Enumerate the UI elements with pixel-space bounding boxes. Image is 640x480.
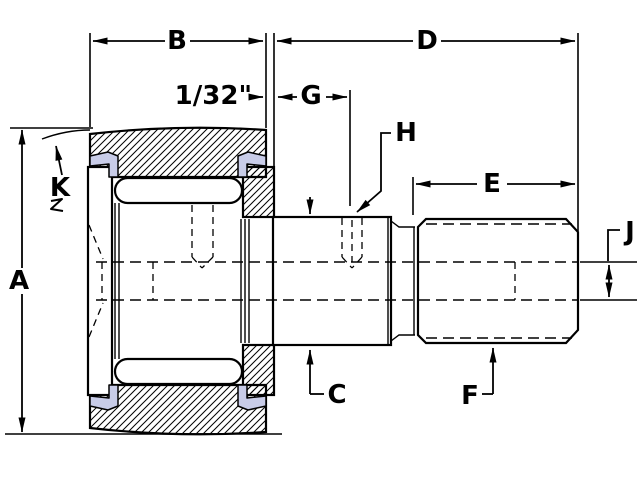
seal — [89, 384, 119, 411]
crown-radius-extension — [41, 129, 91, 140]
outer-ring-top-section — [88, 126, 268, 179]
dimension-j: J — [580, 217, 637, 301]
dim-label-b: B — [167, 26, 187, 56]
dimension-e: E — [412, 169, 576, 215]
cam-follower-part — [41, 126, 580, 436]
dimension-c: C — [306, 197, 347, 410]
stud-pilot — [271, 215, 393, 347]
seal — [89, 151, 119, 178]
dim-label-k: K — [50, 173, 71, 203]
dimension-d: D — [273, 26, 579, 231]
dimension-a: A — [5, 127, 282, 435]
dimension-offset-1-32: 1/32" — [175, 81, 264, 111]
dim-label-d: D — [416, 26, 438, 56]
dimension-f: F — [461, 347, 497, 411]
dim-label-c: C — [327, 380, 346, 410]
countersink-line — [88, 224, 104, 260]
threaded-stud — [416, 217, 580, 345]
dim-label-f: F — [461, 381, 479, 411]
pilot-lube-hole — [341, 218, 363, 269]
dimension-h: H — [356, 118, 417, 213]
needle-roller — [113, 176, 244, 205]
dimension-g: G — [277, 81, 351, 206]
dim-label-a: A — [9, 266, 29, 296]
dim-label-h: H — [395, 118, 417, 148]
stud-flange-bottom-section — [241, 343, 276, 397]
countersink-line — [88, 302, 104, 338]
dim-label-j: J — [623, 217, 635, 247]
radial-lube-hole — [191, 205, 214, 269]
end-plate — [86, 165, 114, 397]
needle-roller — [113, 357, 244, 386]
relief-groove — [390, 220, 415, 342]
approx-squiggle — [50, 198, 64, 212]
dimension-b: B — [89, 26, 267, 128]
dim-label-e: E — [483, 169, 501, 199]
seal — [237, 151, 267, 178]
dimension-k: K — [50, 145, 71, 212]
dim-label-offset: 1/32" — [175, 81, 252, 111]
dim-label-g: G — [300, 81, 321, 111]
seal — [237, 384, 267, 411]
